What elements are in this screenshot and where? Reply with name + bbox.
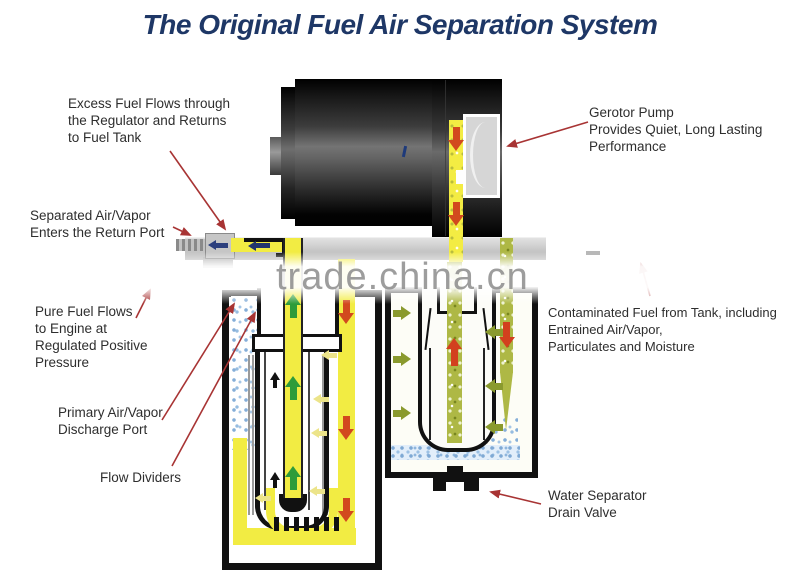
contaminated-flow-arrow-left-icon	[485, 325, 503, 339]
pump-line-notch	[456, 170, 464, 184]
pumped-fuel-arrow-down-icon	[338, 498, 354, 522]
fuel-downcomer	[338, 259, 355, 543]
vapor-arrow-up-icon	[270, 372, 280, 388]
label-contaminated-fuel: Contaminated Fuel from Tank, including E…	[548, 305, 777, 354]
contaminated-flow-arrow-right-icon	[393, 352, 411, 366]
element-gray-line	[252, 355, 254, 515]
element-gray-line	[248, 355, 250, 515]
label-flow-dividers: Flow Dividers	[100, 470, 182, 485]
watermark-text: trade.china.cn	[276, 256, 529, 298]
leader-primary-discharge	[161, 302, 236, 421]
vapor-arrow-up-icon	[270, 472, 280, 488]
center-tube-bottom-cap	[279, 494, 307, 512]
element-inner-wall	[429, 348, 431, 440]
drain-valve-stem	[447, 466, 463, 479]
fuel-channel-left-limb	[233, 438, 247, 534]
contaminated-flow-arrow-right-icon	[393, 306, 411, 320]
contaminated-flow-arrow-left-icon	[485, 420, 503, 434]
leader-flow-dividers	[171, 311, 256, 467]
label-primary-discharge: Primary Air/Vapor Discharge Port	[58, 405, 163, 437]
pumped-fuel-arrow-down-icon	[338, 300, 354, 324]
label-water-separator: Water Separator Drain Valve	[548, 488, 647, 520]
leader-separated-air	[172, 226, 192, 236]
motor-seam	[445, 80, 446, 236]
pumped-fuel-arrow-down-icon	[338, 416, 354, 440]
label-pure-fuel: Pure Fuel Flows to Engine at Regulated P…	[35, 304, 148, 370]
element-inner-wall	[483, 348, 485, 440]
return-port-stub	[176, 239, 207, 251]
page-title: The Original Fuel Air Separation System	[142, 9, 658, 40]
inlet-arrow-down-icon	[498, 322, 515, 348]
watermark-dash	[586, 251, 600, 255]
label-excess-fuel: Excess Fuel Flows through the Regulator …	[68, 96, 231, 145]
regulator-bracket	[244, 238, 287, 242]
fuel-u-wrap	[266, 488, 338, 537]
element-inner-line	[264, 352, 266, 510]
motor-left-step	[281, 87, 299, 219]
flow-arrow-down-icon	[448, 127, 464, 151]
watermark-fog	[115, 252, 715, 304]
label-separated-air: Separated Air/Vapor Enters the Return Po…	[30, 208, 165, 240]
tank-inlet-funnel	[500, 372, 513, 430]
label-gerotor-pump: Gerotor Pump Provides Quiet, Long Lastin…	[589, 105, 763, 154]
suction-arrow-up-icon	[446, 338, 462, 366]
pale-flow-arrow-left-icon	[313, 393, 329, 405]
drain-valve-notch	[446, 482, 464, 491]
flow-divider-comb	[274, 517, 344, 531]
motor-shaft	[270, 137, 283, 175]
pump-window-arc-icon	[470, 122, 501, 188]
leader-excess-fuel	[169, 150, 227, 231]
element-inner-line	[308, 352, 310, 510]
flow-arrow-down-icon	[448, 202, 464, 226]
vapor-return-arrow-icon	[208, 239, 228, 251]
gerotor-pump-window	[463, 114, 500, 198]
contaminated-flow-arrow-left-icon	[485, 379, 503, 393]
pump-discharge-line	[449, 120, 463, 262]
pale-flow-arrow-left-icon	[255, 492, 271, 504]
clean-fuel-arrow-up-icon	[285, 466, 301, 490]
pale-flow-arrow-left-icon	[321, 349, 337, 361]
contaminated-flow-arrow-right-icon	[393, 406, 411, 420]
leader-water-separator	[489, 489, 542, 505]
pale-flow-arrow-left-icon	[311, 427, 327, 439]
pale-flow-arrow-left-icon	[309, 485, 325, 497]
separated-water-layer	[391, 445, 520, 460]
vapor-return-arrow-icon	[248, 240, 270, 251]
leader-gerotor-pump	[506, 121, 589, 148]
clean-fuel-arrow-up-icon	[285, 376, 301, 400]
